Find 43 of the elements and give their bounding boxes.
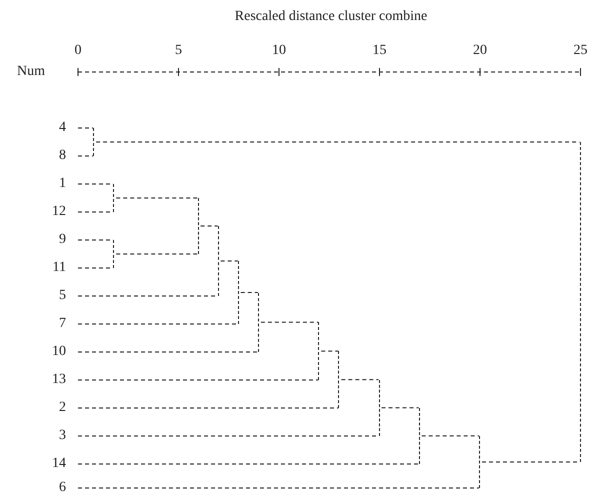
dendrogram-link [220,260,238,262]
tick-label: 10 [272,42,286,60]
dendrogram-link [482,461,580,462]
case-number: 5 [59,288,67,303]
tick-label: 25 [574,42,588,60]
axis-title: Rescaled distance cluster combine [234,8,428,26]
case-number: 3 [59,428,67,443]
tick-label: 20 [473,42,487,60]
case-number: 6 [59,480,67,495]
dendrogram-bracket [93,128,96,156]
dendrogram-link [421,435,480,436]
case-number: 4 [59,120,67,135]
dendrogram-bracket [238,261,241,324]
dendrogram-link [340,379,379,380]
dendrogram-bracket [479,436,482,488]
case-number: 10 [52,344,67,359]
dendrogram-bracket [198,198,201,254]
case-number: 13 [52,372,67,387]
dendrogram-bracket [113,240,116,268]
dendrogram-bracket [318,322,322,380]
case-number: 1 [59,176,67,191]
tick-label: 5 [175,42,182,60]
dendrogram-link [240,292,258,293]
dendrogram-link [320,350,339,352]
dendrogram-bracket [113,184,116,212]
dendrogram-bracket [418,408,422,464]
dendrogram-link [260,322,319,323]
dendrogram-bracket [258,292,261,352]
case-number: 2 [59,400,67,415]
dendrogram-bracket [338,351,342,408]
case-number: 12 [52,204,67,219]
dendrogram-bracket [378,380,382,436]
tick-label: 15 [372,42,386,60]
dendrogram-bracket [580,142,582,462]
case-number: 11 [52,260,67,275]
case-number: 8 [59,148,67,163]
dendrogram-link [381,407,420,408]
column-header: Num [17,63,45,81]
tick-label: 0 [74,42,82,60]
case-number: 7 [59,316,67,331]
dendrogram-bracket [218,226,221,296]
case-number: 14 [52,456,67,471]
case-number: 9 [59,232,67,247]
